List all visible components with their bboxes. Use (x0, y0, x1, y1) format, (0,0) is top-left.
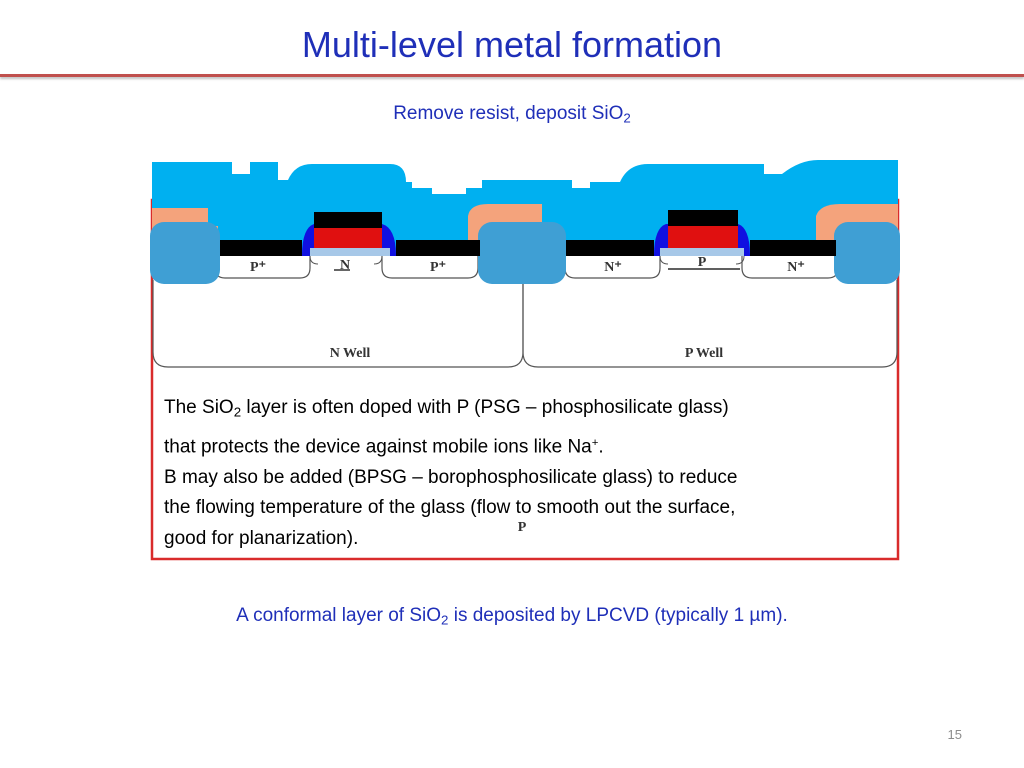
field-oxide-right (834, 222, 900, 284)
explanation-line-1: The SiO2 layer is often doped with P (PS… (164, 393, 896, 428)
contact-n-plus-left (566, 240, 654, 256)
pmos-gate-oxide (310, 248, 390, 256)
title-divider (0, 74, 1024, 77)
explanation-line-2: that protects the device against mobile … (164, 428, 896, 463)
pmos-gate-cap (314, 212, 382, 228)
contact-p-plus-right (396, 240, 480, 256)
cmos-cross-section-diagram: P⁺ N P⁺ N⁺ P N⁺ N Well P Well P (150, 160, 900, 562)
nmos-poly-gate (668, 226, 738, 248)
footnote: A conformal layer of SiO2 is deposited b… (0, 605, 1024, 627)
label-n-plus-left: N⁺ (604, 260, 622, 275)
n-well-outline (152, 280, 524, 368)
nmos-gate-cap (668, 210, 738, 226)
label-substrate: P (518, 520, 527, 535)
contact-p-plus-left (220, 240, 302, 256)
label-p-plus-left: P⁺ (250, 260, 266, 275)
slide-title: Multi-level metal formation (301, 24, 723, 65)
label-p-well: P Well (685, 346, 723, 361)
slide-subtitle: Remove resist, deposit SiO2 (0, 103, 1024, 125)
footnote-part-a: A conformal layer of SiO (236, 605, 442, 626)
subtitle-text: Remove resist, deposit SiO (393, 103, 624, 124)
pmos-channel-marks (309, 255, 383, 265)
explanation-text: The SiO2 layer is often doped with P (PS… (164, 393, 896, 554)
field-oxide-left (150, 222, 220, 284)
footnote-part-b: is deposited by LPCVD (typically 1 µm). (448, 605, 788, 626)
label-n-plus-right: N⁺ (787, 260, 805, 275)
subtitle-subscript: 2 (623, 110, 631, 126)
line1-part-a: The SiO (164, 397, 234, 418)
contact-n-plus-right (750, 240, 836, 256)
label-p-channel: P (698, 255, 707, 270)
page-number: 15 (947, 727, 962, 742)
line2-part-b: . (598, 436, 604, 458)
explanation-line-5: good for planarization). (164, 527, 359, 549)
nmos-channel-marks (659, 255, 745, 265)
line1-subscript: 2 (233, 404, 242, 420)
line1-part-b: layer is often doped with P (PSG – phosp… (241, 397, 729, 418)
label-n-channel: N (340, 258, 350, 273)
line2-part-a: that protects the device against mobile … (164, 436, 592, 458)
nmos-gate-oxide (660, 248, 744, 256)
field-oxide-center (478, 222, 566, 284)
line2-superscript: + (591, 436, 599, 449)
explanation-line-4: the flowing temperature of the glass (fl… (164, 497, 736, 519)
label-n-well: N Well (330, 346, 371, 361)
footnote-subscript: 2 (441, 612, 449, 628)
p-well-outline (522, 280, 898, 368)
explanation-line-3: B may also be added (BPSG – borophosphos… (164, 466, 738, 488)
pmos-poly-gate (314, 228, 382, 248)
label-p-plus-right: P⁺ (430, 260, 446, 275)
p-plus-right-region (381, 256, 479, 279)
